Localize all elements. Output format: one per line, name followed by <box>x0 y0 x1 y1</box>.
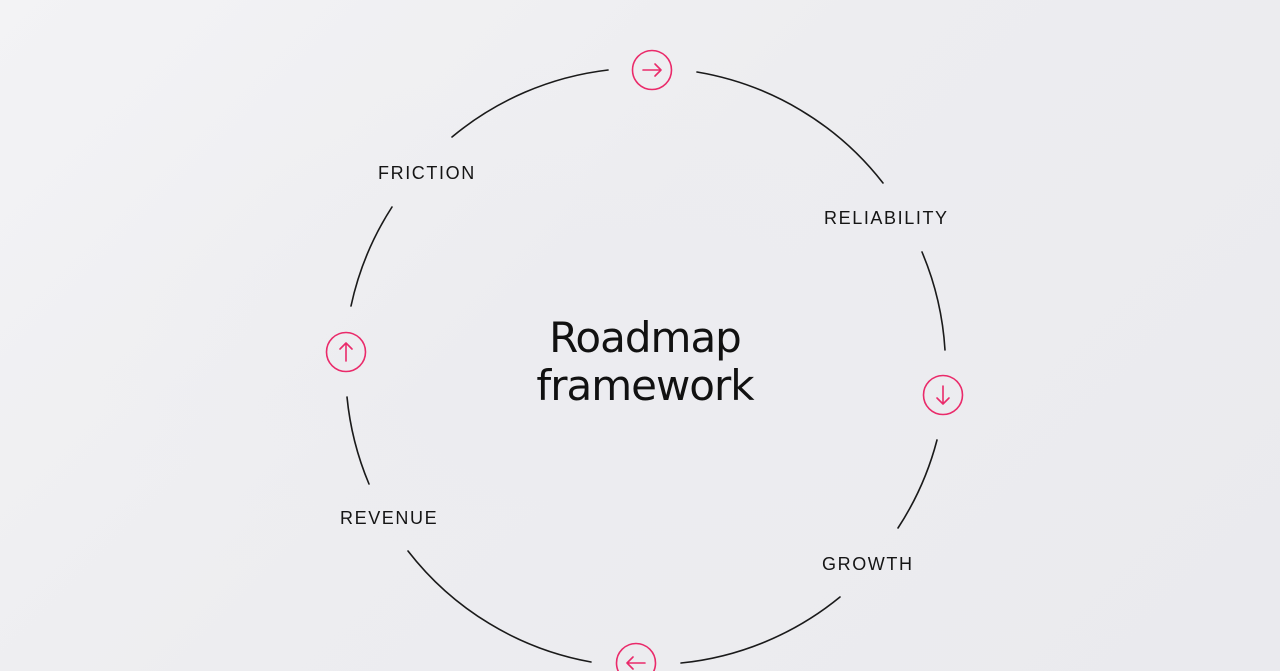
ring-arc <box>696 71 884 184</box>
arrow-right-icon <box>631 49 673 91</box>
ring-arc <box>346 396 370 485</box>
ring-arc <box>407 550 592 663</box>
ring-arc <box>897 439 938 529</box>
title-line-2: framework <box>536 361 754 410</box>
arrow-up-icon <box>325 331 367 373</box>
title-line-1: Roadmap <box>549 313 742 362</box>
arrow-down-icon <box>922 374 964 416</box>
diagram-title: Roadmap framework <box>440 314 850 410</box>
ring-arc <box>350 206 393 307</box>
arrow-left-icon <box>615 642 657 671</box>
stage-label-friction: FRICTION <box>378 163 476 183</box>
ring-arc <box>451 69 609 138</box>
ring-arc <box>680 596 841 664</box>
stage-label-reliability: RELIABILITY <box>824 208 949 228</box>
stage-label-revenue: REVENUE <box>340 508 439 528</box>
stage-label-growth: GROWTH <box>822 554 914 574</box>
cycle-ring <box>346 69 946 664</box>
ring-arc <box>921 251 946 351</box>
